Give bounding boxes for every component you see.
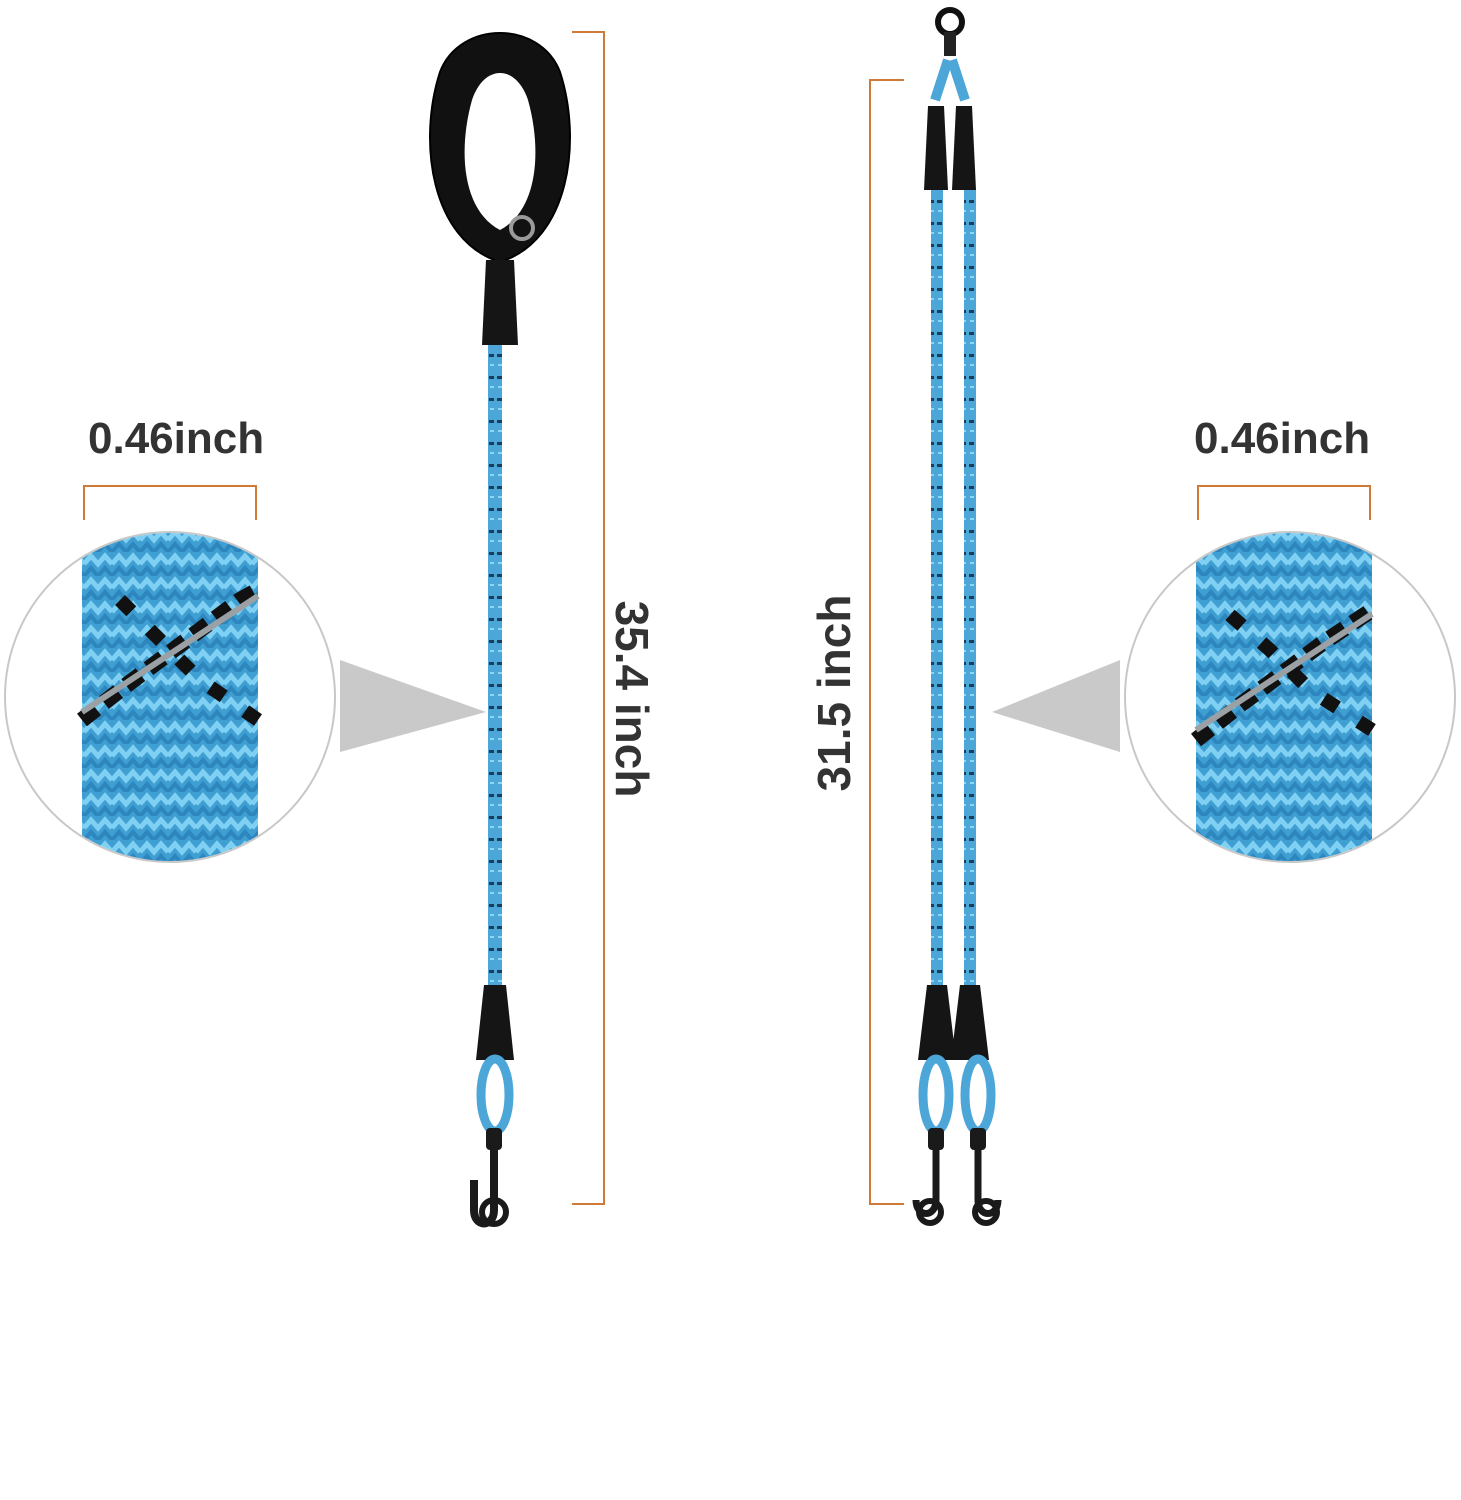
rope-right (964, 190, 976, 985)
rope-texture-right (1191, 533, 1377, 861)
single-leash (429, 32, 571, 1228)
snap-hook-right (970, 1128, 1002, 1226)
diameter-label-single: 0.46inch (88, 414, 265, 463)
zoom-pointer-right (992, 660, 1120, 752)
diameter-label-double: 0.46inch (1194, 414, 1371, 463)
rope-texture-left (77, 533, 262, 861)
measure-bracket-single (572, 31, 605, 1205)
rope-single (488, 345, 502, 985)
diameter-bracket-right (1197, 485, 1371, 520)
bottom-joint (476, 985, 514, 1060)
top-joint-right (952, 106, 976, 190)
top-joint-left (924, 106, 948, 190)
diameter-bracket-left (83, 485, 257, 520)
length-label-single: 35.4 inch (606, 600, 658, 798)
bottom-joint-right (951, 985, 989, 1060)
snap-hook-left (912, 1128, 944, 1226)
d-ring (509, 215, 535, 241)
length-label-double: 31.5 inch (808, 594, 860, 792)
zoom-pointer-left (340, 660, 486, 752)
snap-loop (476, 1054, 514, 1136)
double-leash (912, 7, 1002, 1226)
snap-hook (470, 1128, 509, 1228)
bottom-joint-left (918, 985, 956, 1060)
handle-joint (482, 260, 518, 345)
rope-left (931, 190, 943, 985)
measure-bracket-double (869, 79, 904, 1205)
top-ring (935, 7, 965, 37)
